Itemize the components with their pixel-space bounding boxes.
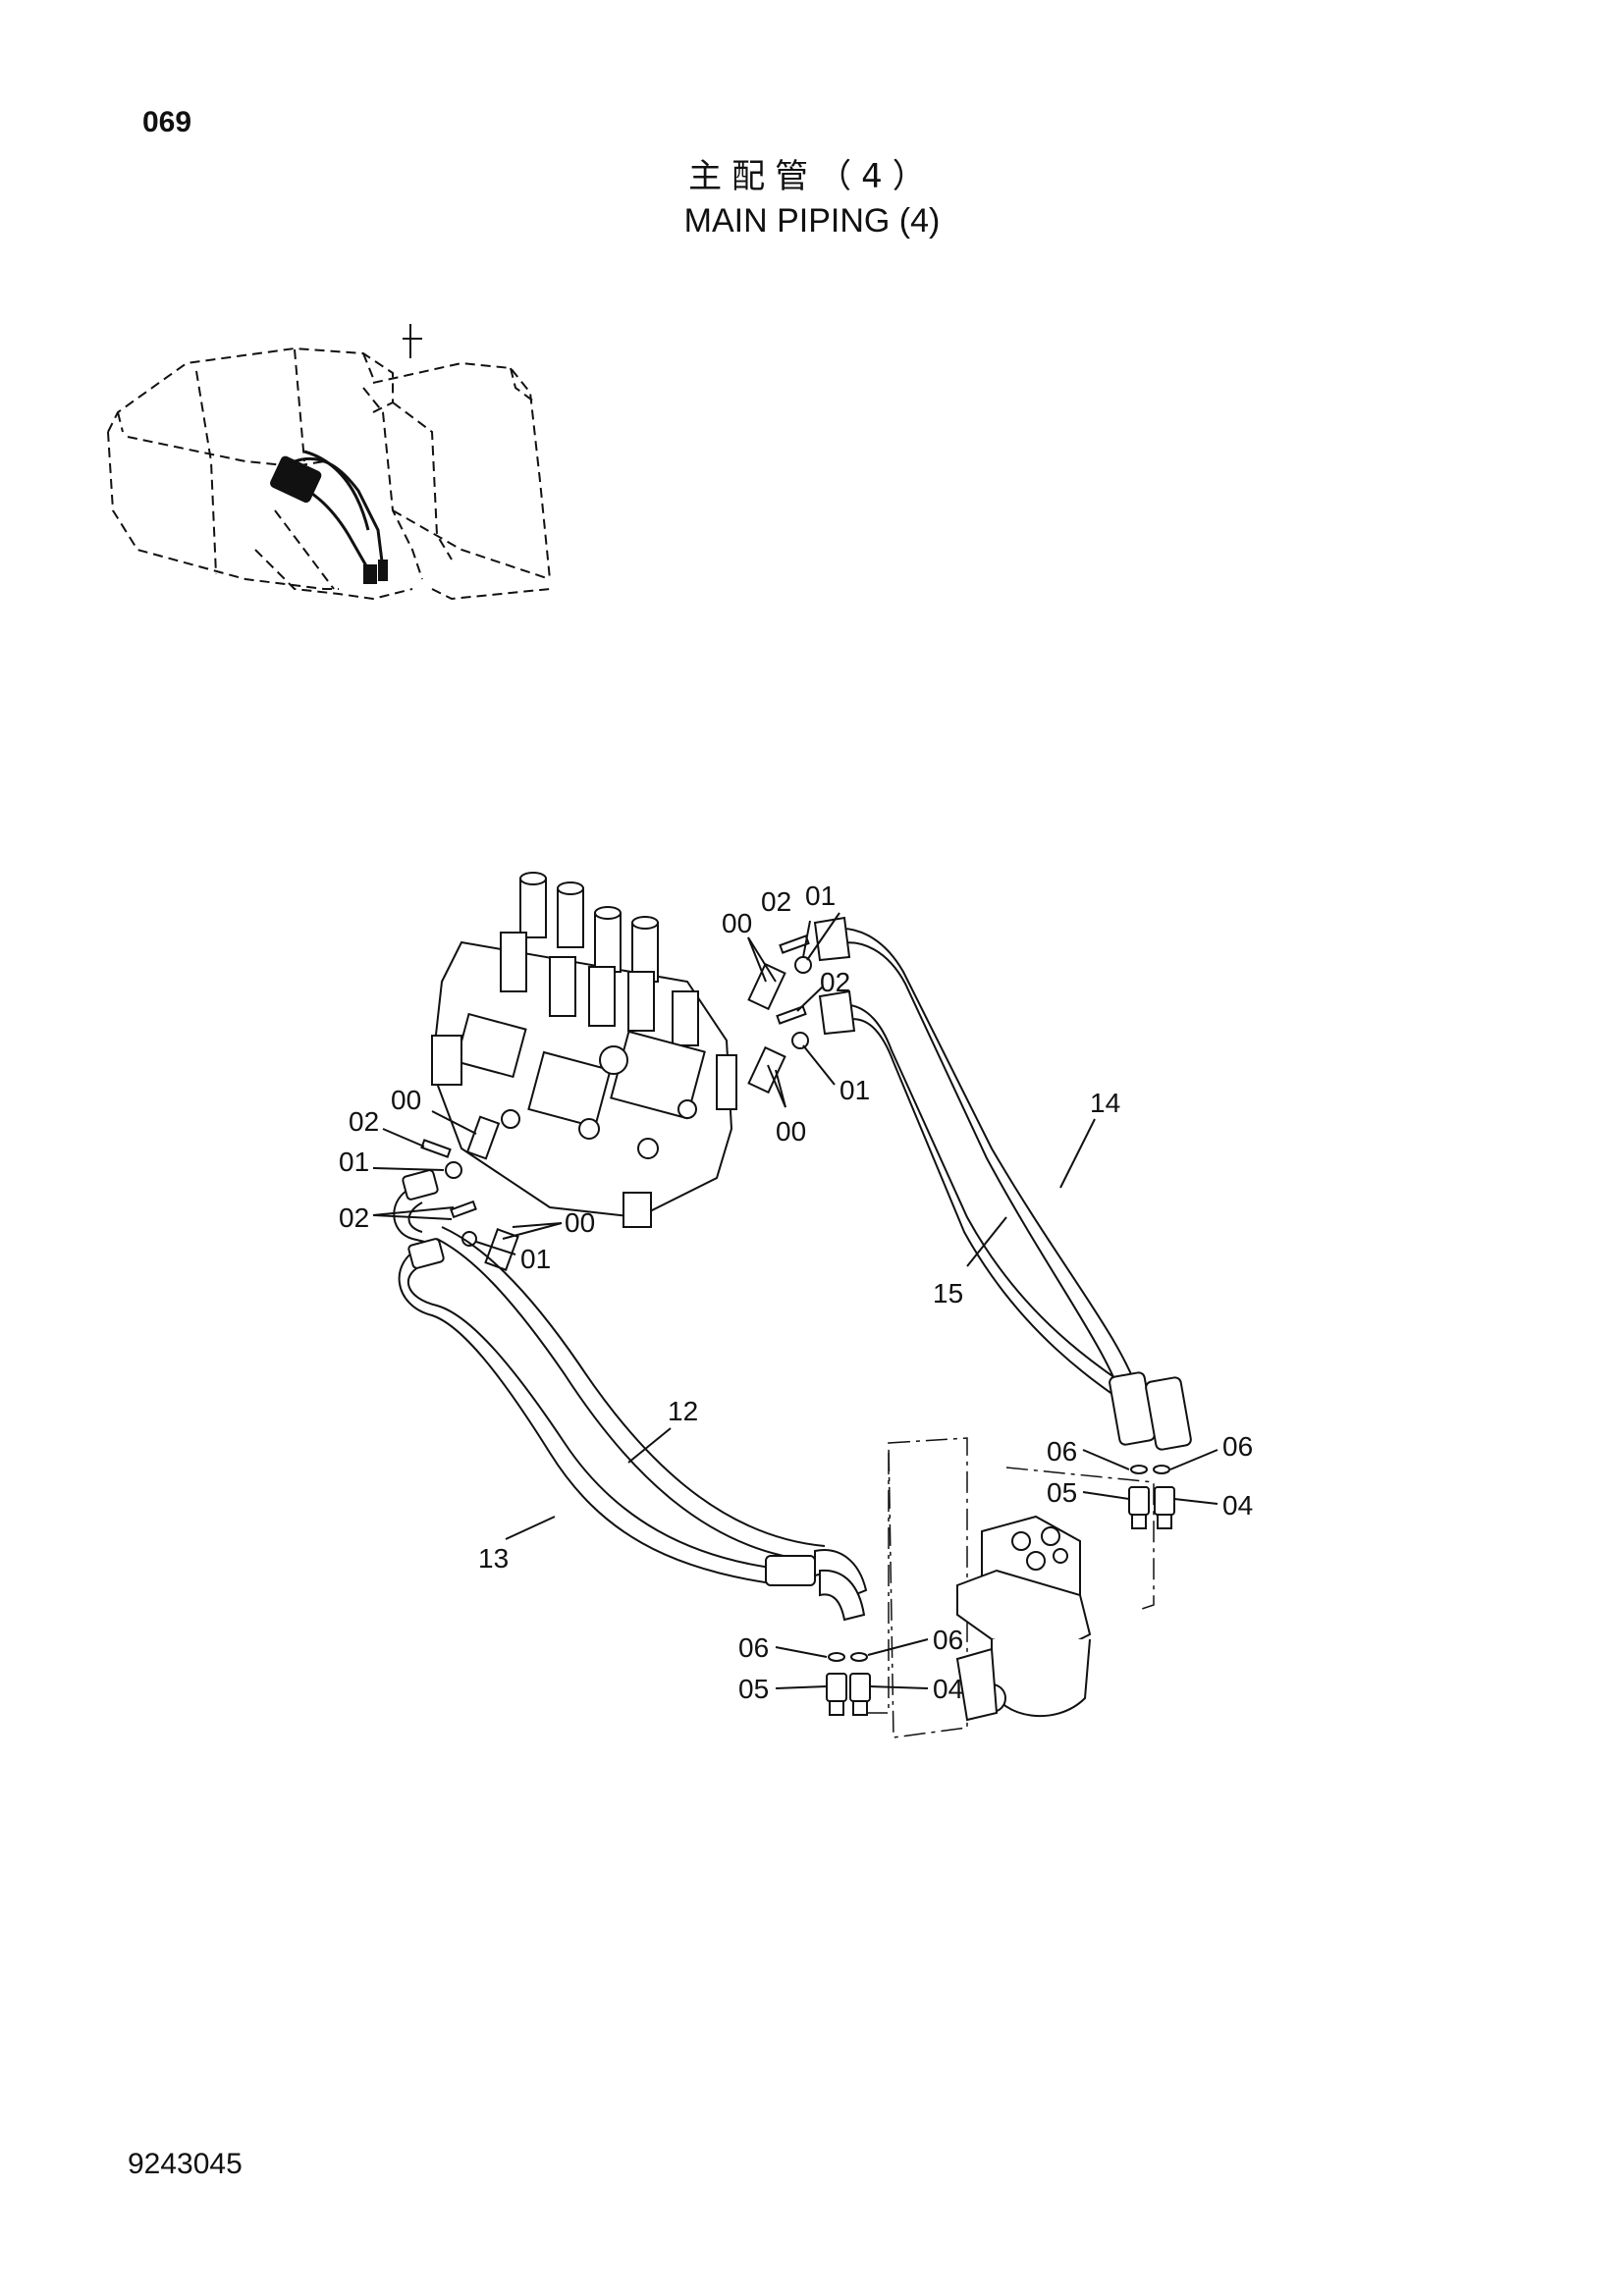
adapters-left xyxy=(826,1652,871,1716)
callout-01: 01 xyxy=(805,881,836,911)
hose-14-15 xyxy=(813,916,1192,1451)
callout-01: 01 xyxy=(839,1075,870,1105)
callout-12: 12 xyxy=(668,1396,698,1426)
hose-12-13 xyxy=(393,1169,868,1622)
callout-05: 05 xyxy=(738,1674,769,1704)
locator-piping-highlight xyxy=(270,450,388,584)
callout-00: 00 xyxy=(565,1207,595,1238)
callout-06: 06 xyxy=(1222,1431,1253,1462)
page-title-english: MAIN PIPING (4) xyxy=(683,202,941,240)
control-valve xyxy=(430,872,737,1228)
callout-00: 00 xyxy=(722,908,752,938)
callout-04: 04 xyxy=(1222,1490,1253,1521)
callout-14: 14 xyxy=(1090,1088,1120,1118)
page-title-japanese: 主配管（4） xyxy=(688,157,936,196)
document-number: 9243045 xyxy=(128,2148,243,2180)
callout-00: 00 xyxy=(776,1116,806,1147)
callout-06: 06 xyxy=(1047,1436,1077,1467)
locator-view xyxy=(107,324,551,601)
callout-04: 04 xyxy=(933,1674,963,1704)
callout-05: 05 xyxy=(1047,1477,1077,1508)
callout-02: 02 xyxy=(349,1106,379,1137)
callout-13: 13 xyxy=(478,1543,509,1574)
callout-01: 01 xyxy=(339,1147,369,1177)
leader-lines xyxy=(372,912,1218,1689)
callout-02: 02 xyxy=(761,886,791,917)
fitting-set-upper-right xyxy=(747,934,812,1095)
callout-02: 02 xyxy=(820,967,850,997)
callout-00: 00 xyxy=(391,1085,421,1115)
adapters-right xyxy=(1128,1465,1175,1529)
callout-06: 06 xyxy=(933,1625,963,1655)
callout-01: 01 xyxy=(520,1244,551,1274)
page-number: 069 xyxy=(142,106,192,138)
callout-06: 06 xyxy=(738,1632,769,1663)
callout-labels: 00 02 01 02 01 00 02 00 01 02 00 01 14 1… xyxy=(339,881,1253,1704)
center-joint xyxy=(854,1437,1155,1738)
callout-02: 02 xyxy=(339,1202,369,1233)
callout-15: 15 xyxy=(933,1278,963,1308)
